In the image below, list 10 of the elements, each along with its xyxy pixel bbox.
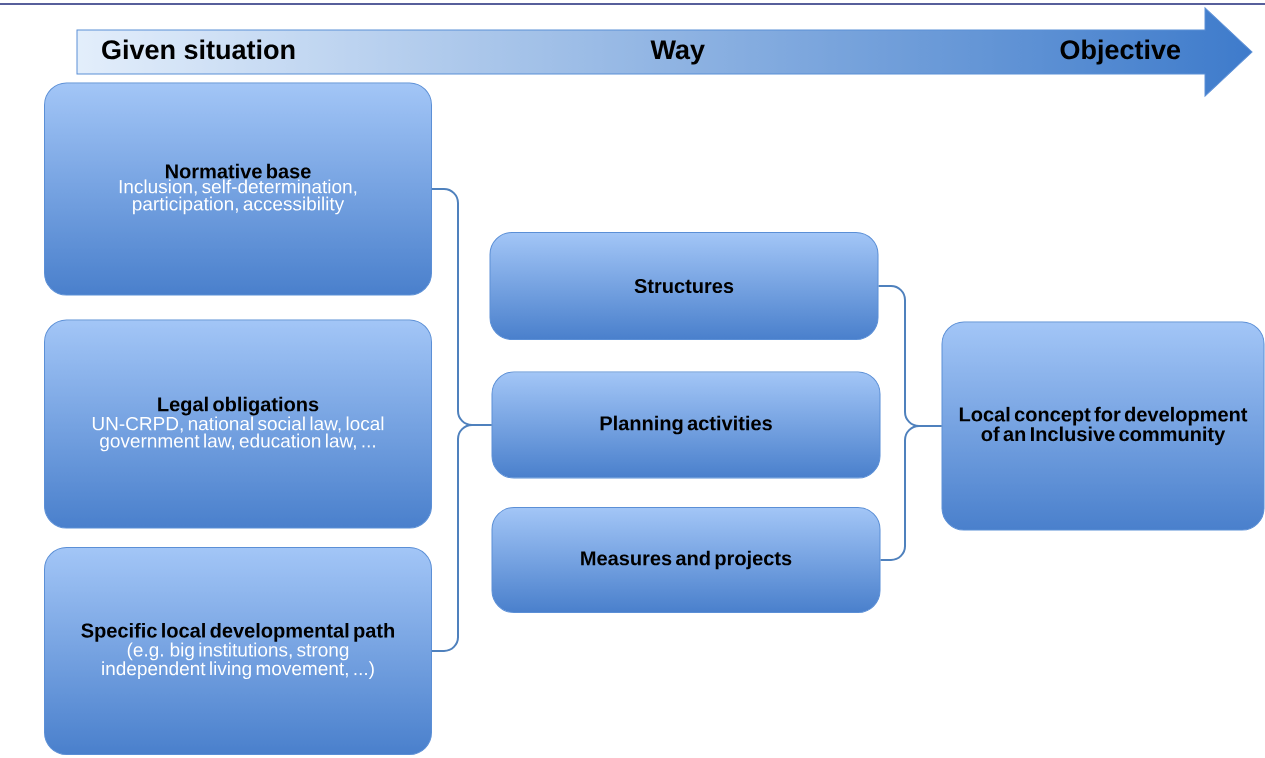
process-box: Legal obligations UN-CRPD, national social law, local government law, education law, ... <box>44 319 432 529</box>
bracket-connector <box>879 425 943 561</box>
process-box: Specific local developmental path (e.g. big institutions, strong independent living movement, ...) <box>44 547 432 755</box>
concept-box: Local concept for development of an Inclusive community <box>941 321 1265 531</box>
process-box: Normative base Inclusion, self-determination, participation, accessibility <box>44 82 432 296</box>
process-box: Structures <box>489 232 879 340</box>
process-box: Planning activities <box>491 371 881 479</box>
arrow-band: Given situation Way Objective <box>76 7 1253 97</box>
bracket-connector <box>431 424 493 652</box>
process-box: Measures and projects <box>491 507 881 613</box>
